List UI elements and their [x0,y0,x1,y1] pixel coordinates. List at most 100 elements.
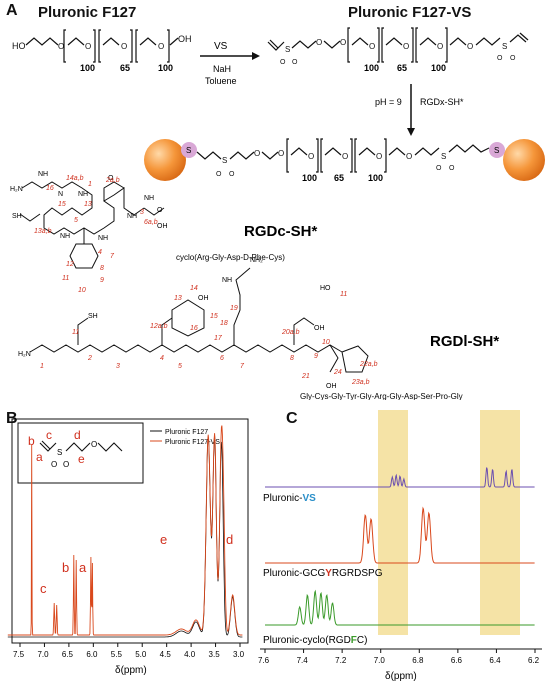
rgdl-numbering: 1 11 2 3 12a,b 4 16 13 14 15 5 17 18 19 … [40,285,378,386]
svg-text:NH: NH [222,277,232,284]
svg-text:HO: HO [12,41,26,51]
svg-text:b: b [28,434,35,448]
rgdc-numbering: 16 14a,b 1 2a,b 15 13 3 6a,b 5 13a,b 4 7… [34,175,158,294]
svg-text:12a,b: 12a,b [150,323,168,330]
svg-text:13: 13 [174,295,182,302]
panel-b-xlabel: δ(ppm) [115,665,147,676]
svg-text:O: O [51,460,57,469]
svg-text:O: O [280,59,286,66]
rgdc-label: RGDc-SH* [244,223,318,240]
svg-text:O: O [254,149,260,158]
reagent-vs: VS [214,41,228,52]
panel-c-chart: Pluronic-VS Pluronic-GCGYRGRDSPG Pluroni… [258,410,542,682]
svg-text:O: O [278,149,284,158]
svg-text:12: 12 [66,261,74,268]
arrow-head-1 [252,52,260,60]
svg-text:NH: NH [60,233,70,240]
svg-text:17: 17 [214,335,223,342]
svg-text:d: d [74,428,81,442]
svg-text:N: N [58,191,63,198]
peak-b-label: b [62,560,69,575]
svg-text:13: 13 [84,201,92,208]
svg-text:SH: SH [88,313,98,320]
c-xtick-label: 6.8 [412,656,424,665]
b-xtick-label: 4.5 [160,650,172,659]
f127-vs-structure: S O O O O O O O O S O O [267,27,529,66]
rgdc-atom-labels: H₂N NH N NH O NH NH O OH SH NH NH [10,171,168,242]
highlight-band-1 [378,410,408,635]
svg-text:H₂N: H₂N [18,351,31,358]
c-xtick-label: 6.2 [528,656,540,665]
repeat-65-c: 65 [334,173,344,183]
svg-text:a: a [36,450,43,464]
spectrum-linear [265,506,535,564]
thiol-right [489,142,505,158]
svg-text:O: O [510,55,516,62]
svg-text:O: O [292,59,298,66]
svg-text:OH: OH [157,223,168,230]
trace-label-cyclic: Pluronic-cyclo(RGDFC) [263,635,367,646]
svg-text:24: 24 [333,369,342,376]
c-xtick-label: 7.6 [258,656,270,665]
svg-text:8: 8 [290,355,294,362]
thiol-left-label: S [186,146,191,155]
rgdc-sequence: cyclo(Arg-Gly-Asp-D-Phe-Cys) [176,253,285,262]
svg-text:O: O [229,171,235,178]
c-xtick-label: 6.4 [489,656,501,665]
repeat-65-a: 65 [120,63,130,73]
conjugate-chain: S O O O O O O O O S O O [196,138,490,178]
reagent-rgdx: RGDx-SH* [420,97,464,107]
svg-text:16: 16 [46,185,54,192]
spectrum-vs [265,467,535,488]
pluronic-f127-title: Pluronic F127 [38,4,137,21]
b-xtick-label: 5.0 [135,650,147,659]
c-xtick-label: 7.0 [374,656,386,665]
svg-text:20a,b: 20a,b [281,329,300,336]
svg-text:14: 14 [190,285,198,292]
svg-text:NH: NH [144,195,154,202]
trace-label-linear: Pluronic-GCGYRGRDSPG [263,568,383,579]
c-xtick-label: 6.6 [451,656,463,665]
svg-text:O: O [85,42,91,51]
reaction-ph: pH = 9 [375,97,402,107]
inset-atom-labels: S O O O [51,440,97,469]
svg-text:H₂N: H₂N [10,186,23,193]
svg-text:19: 19 [230,305,238,312]
svg-text:4: 4 [160,355,164,362]
svg-text:3: 3 [116,363,120,370]
repeat-100-a: 100 [80,63,95,73]
repeat-100-d: 100 [431,63,446,73]
svg-text:O: O [437,42,443,51]
svg-text:11: 11 [72,329,79,336]
vinylsulfone-structure [39,440,123,452]
panel-a-scheme: HO O O O O OH 100 65 100 VS NaH Toluene … [10,27,545,400]
peak-a-label: a [79,560,87,575]
c-xtick-label: 7.2 [335,656,347,665]
peak-labels: c b a e d [40,532,233,596]
svg-text:S: S [57,448,62,457]
svg-text:O: O [436,165,442,172]
repeat-65-b: 65 [397,63,407,73]
svg-text:O: O [108,175,114,182]
svg-text:7: 7 [240,363,245,370]
svg-text:NH: NH [98,235,108,242]
rgdl-atom-labels: H₂N SH OH NH₂ NH OH HO OH [18,257,337,390]
inset-box [17,422,144,484]
svg-text:O: O [158,42,164,51]
svg-text:5: 5 [178,363,182,370]
svg-text:O: O [369,42,375,51]
pluronic-f127-vs-title: Pluronic F127-VS [348,4,472,21]
svg-text:NH: NH [38,171,48,178]
svg-text:11: 11 [340,291,347,298]
f127-structure: HO O O O O OH [12,29,192,63]
svg-text:O: O [216,171,222,178]
svg-text:23a,b: 23a,b [351,379,370,386]
svg-text:OH: OH [326,383,337,390]
svg-text:O: O [497,55,503,62]
svg-text:O: O [376,152,382,161]
svg-text:O: O [63,460,69,469]
svg-text:NH: NH [78,191,88,198]
repeat-100-c: 100 [364,63,379,73]
